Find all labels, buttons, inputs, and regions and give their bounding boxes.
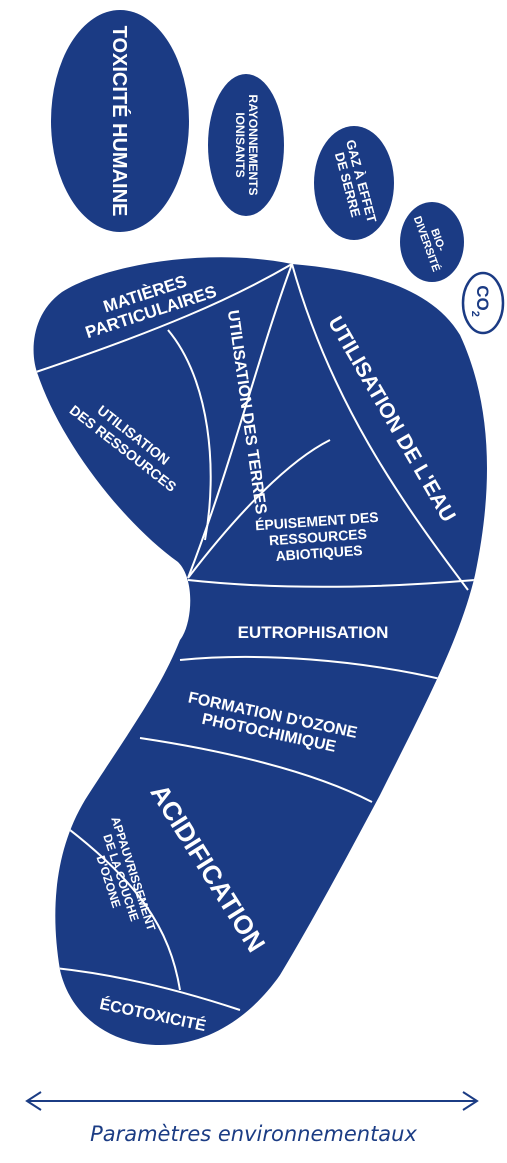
toe-gaz-effet-serre: [314, 126, 394, 240]
label-toxicite-humaine: TOXICITÉ HUMAINE: [108, 26, 131, 217]
region-dividers: [35, 263, 476, 1011]
label-eutrophisation: EUTROPHISATION: [238, 623, 389, 642]
toe-biodiversite: [400, 202, 464, 282]
axis-double-arrow: [25, 1091, 479, 1111]
label-rayonnements: RAYONNEMENTSIONISANTS: [233, 95, 260, 196]
label-epuisement-ressources-abiotiques: ÉPUISEMENT DESRESSOURCESABIOTIQUES: [255, 509, 382, 566]
co2-badge: [461, 271, 505, 335]
toe-toxicite-humaine: [51, 10, 189, 232]
co2-label: CO2: [469, 285, 492, 317]
toe-rayonnements: [208, 74, 284, 216]
axis-caption: Paramètres environnementaux: [90, 1122, 417, 1146]
toe-labels: TOXICITÉ HUMAINE RAYONNEMENTSIONISANTS G…: [108, 26, 447, 274]
